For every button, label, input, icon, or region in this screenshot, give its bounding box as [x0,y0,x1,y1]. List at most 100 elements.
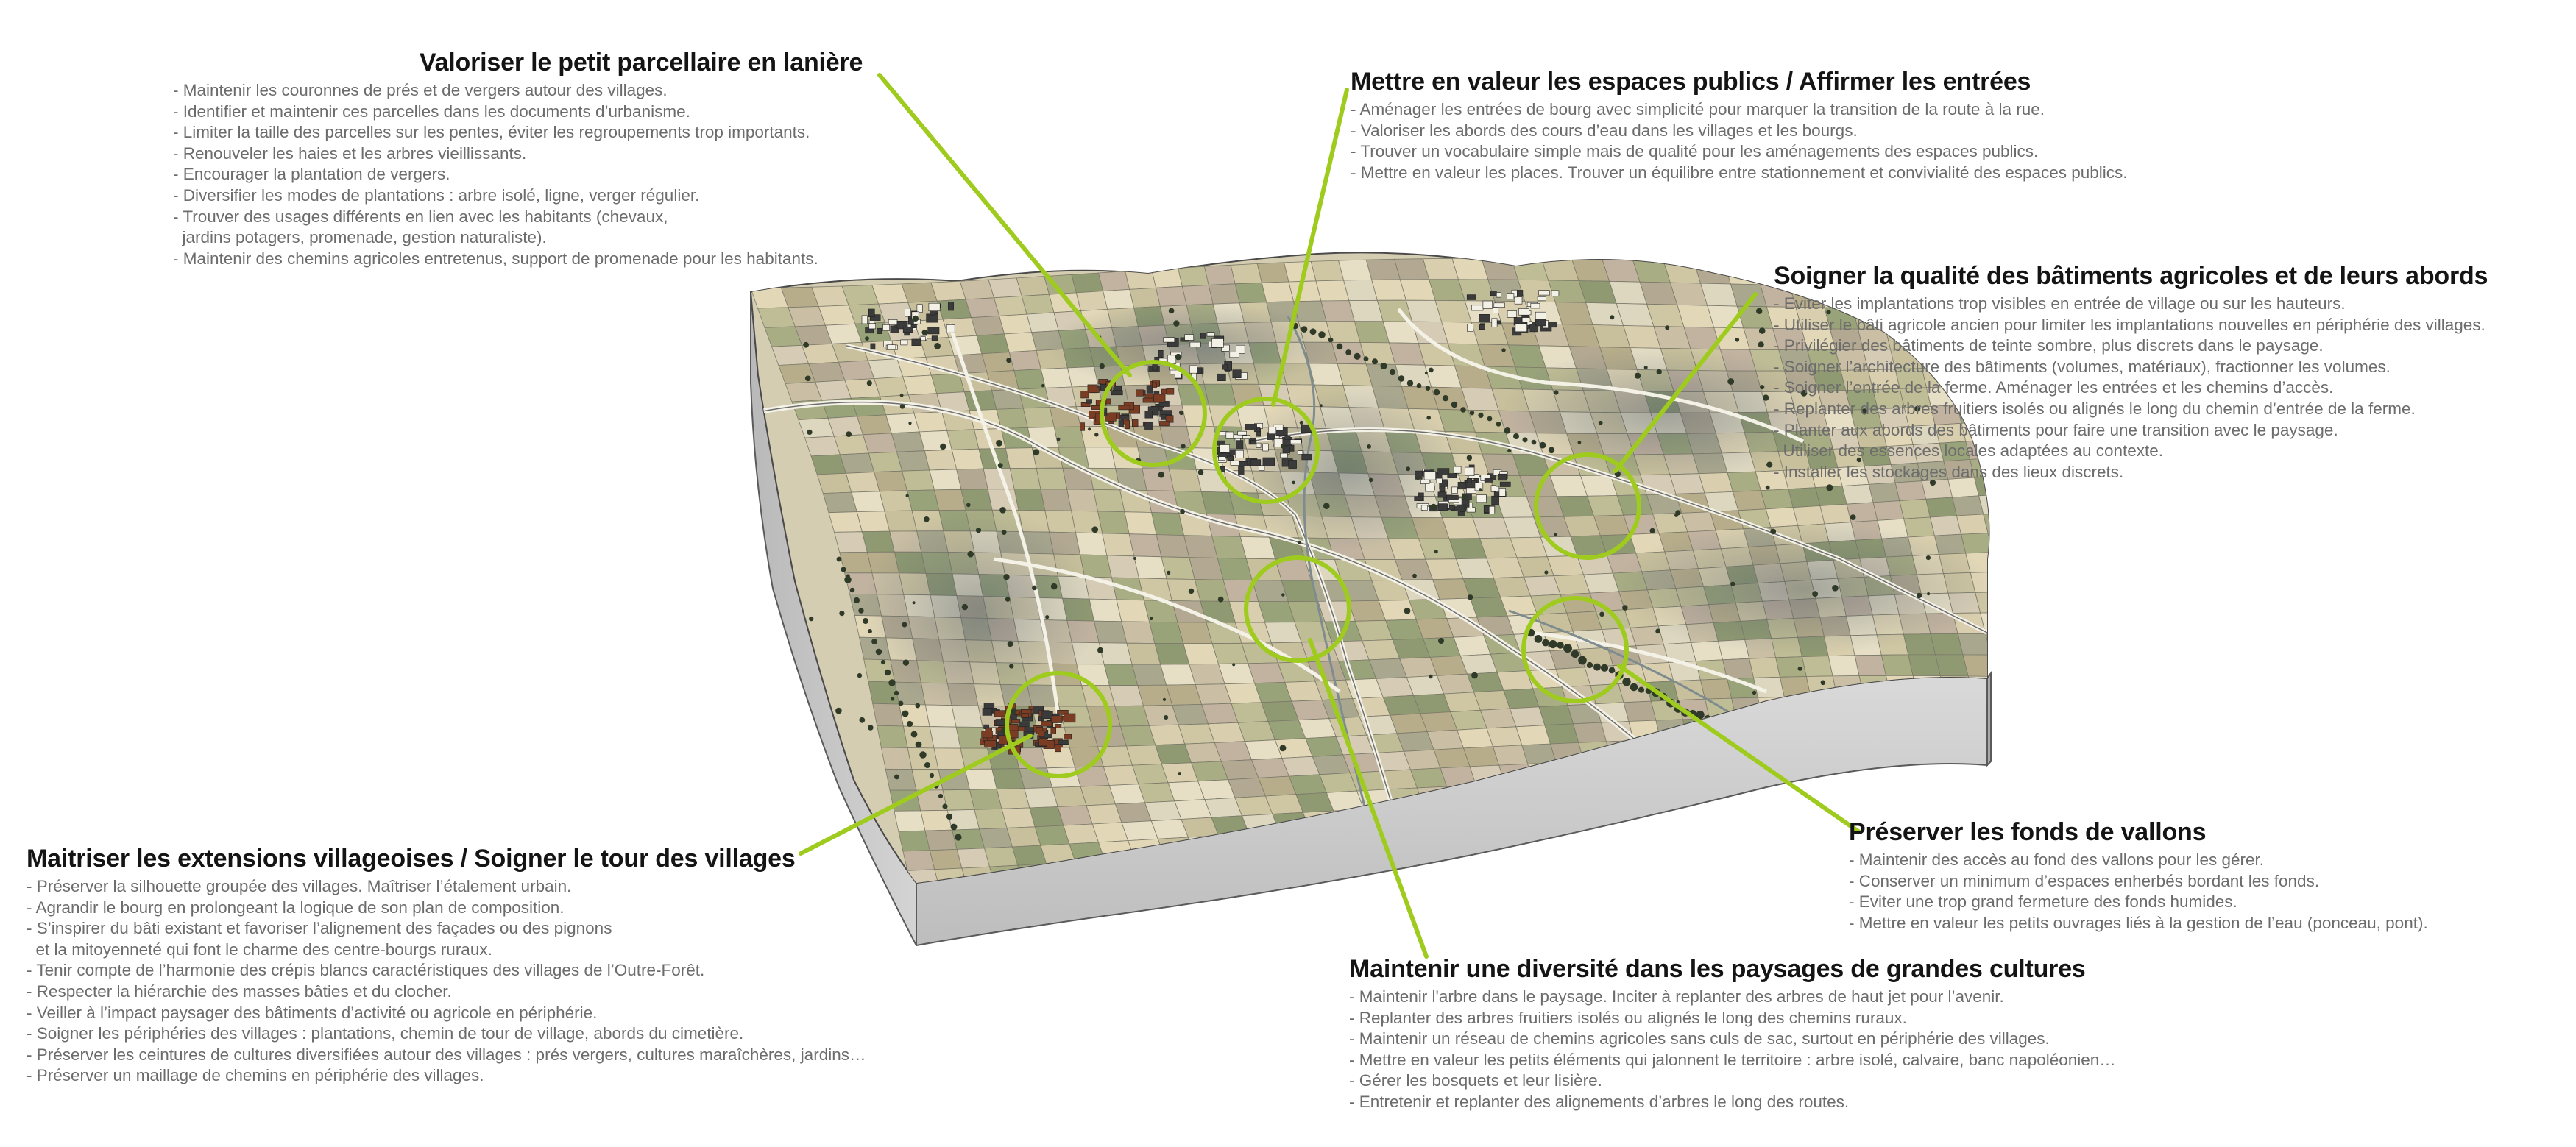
field-parcel [1997,677,2031,700]
field-parcel [956,848,991,869]
building [1538,290,1550,296]
tree [894,774,899,780]
tree [846,431,852,437]
tree [1542,639,1549,647]
field-parcel [976,333,1010,355]
tree [906,720,913,728]
field-parcel [1548,842,1582,865]
tree [1577,441,1582,444]
tree [905,494,909,497]
tree [1507,449,1512,452]
field-parcel [1320,300,1355,322]
building [905,308,911,317]
tree [888,679,896,686]
building [869,314,881,321]
field-parcel [1509,706,1546,728]
field-parcel [1133,555,1167,580]
tree [1173,320,1180,327]
field-parcel [1076,664,1110,686]
field-parcel [929,469,962,491]
field-parcel [1998,572,2031,592]
field-parcel [1935,654,1969,677]
field-parcel [1315,280,1350,302]
building [1453,466,1462,474]
field-parcel [1983,512,1989,534]
tree [1522,437,1528,443]
building [1484,478,1493,483]
building [882,324,890,331]
field-parcel [1142,468,1175,491]
building [1041,720,1052,727]
callout-item: - Veiller à l’impact paysager des bâtime… [26,1003,598,1022]
field-parcel [930,373,965,394]
field-parcel [951,448,984,470]
tree [1000,728,1006,734]
field-parcel [827,416,864,437]
building [1518,308,1529,316]
building [1189,341,1201,347]
tree [1765,485,1770,490]
field-parcel [1097,511,1130,535]
building [1225,431,1234,439]
field-parcel [933,747,966,770]
field-parcel [2025,571,2059,592]
field-parcel [1991,764,2027,787]
callout-list: - Eviter les implantations trop visibles… [1774,294,2488,483]
building [877,327,882,334]
building [1521,317,1529,322]
field-parcel [1726,801,1758,825]
tree [1563,644,1572,653]
tree [1466,455,1473,461]
building [1436,477,1443,483]
field-parcel [828,511,863,533]
callout-item: - Utiliser le bâti agricole ancien pour … [1774,315,2485,334]
field-parcel [2014,634,2048,656]
building [1537,296,1547,302]
building [1498,488,1506,497]
field-parcel [913,411,948,433]
tree [1429,674,1433,679]
building [1080,402,1091,407]
building [911,338,921,346]
field-parcel [2059,592,2094,613]
tree [1094,433,1099,437]
building [1259,465,1265,471]
tree [1056,437,1061,441]
field-parcel [1208,283,1240,305]
tree [1149,617,1153,621]
building [1498,473,1507,481]
field-parcel [810,454,846,475]
building [1189,365,1197,374]
tree [1345,349,1351,355]
field-parcel [1974,475,1989,497]
tree [1281,593,1285,597]
building [1551,290,1560,296]
field-parcel [1075,532,1108,556]
field-parcel [959,279,995,300]
callout-item: - Aménager les entrées de bourg avec sim… [1351,100,2045,118]
field-parcel [2002,698,2037,721]
tree [1462,494,1468,500]
field-parcel [1815,848,1849,871]
field-parcel [993,296,1027,316]
tree [1099,363,1105,369]
callout-line-extensions [799,734,1033,856]
tree [1758,341,1764,348]
field-parcel [942,789,975,811]
callout-item: jardins potagers, promenade, gestion nat… [173,228,547,247]
tree [1442,395,1449,402]
callout-title: Soigner la qualité des bâtiments agricol… [1774,262,2488,290]
building [1033,706,1044,715]
tree [1424,372,1428,375]
field-parcel [902,850,935,871]
tree [846,574,850,578]
tree [1180,508,1185,514]
field-parcel [1775,656,1807,678]
field-parcel [891,431,925,452]
callout-circle-parcellaire [1100,360,1207,467]
tree [1406,466,1411,472]
field-parcel [2019,656,2053,678]
tree [996,439,1002,447]
building [1144,411,1153,419]
field-parcel [1024,786,1058,809]
